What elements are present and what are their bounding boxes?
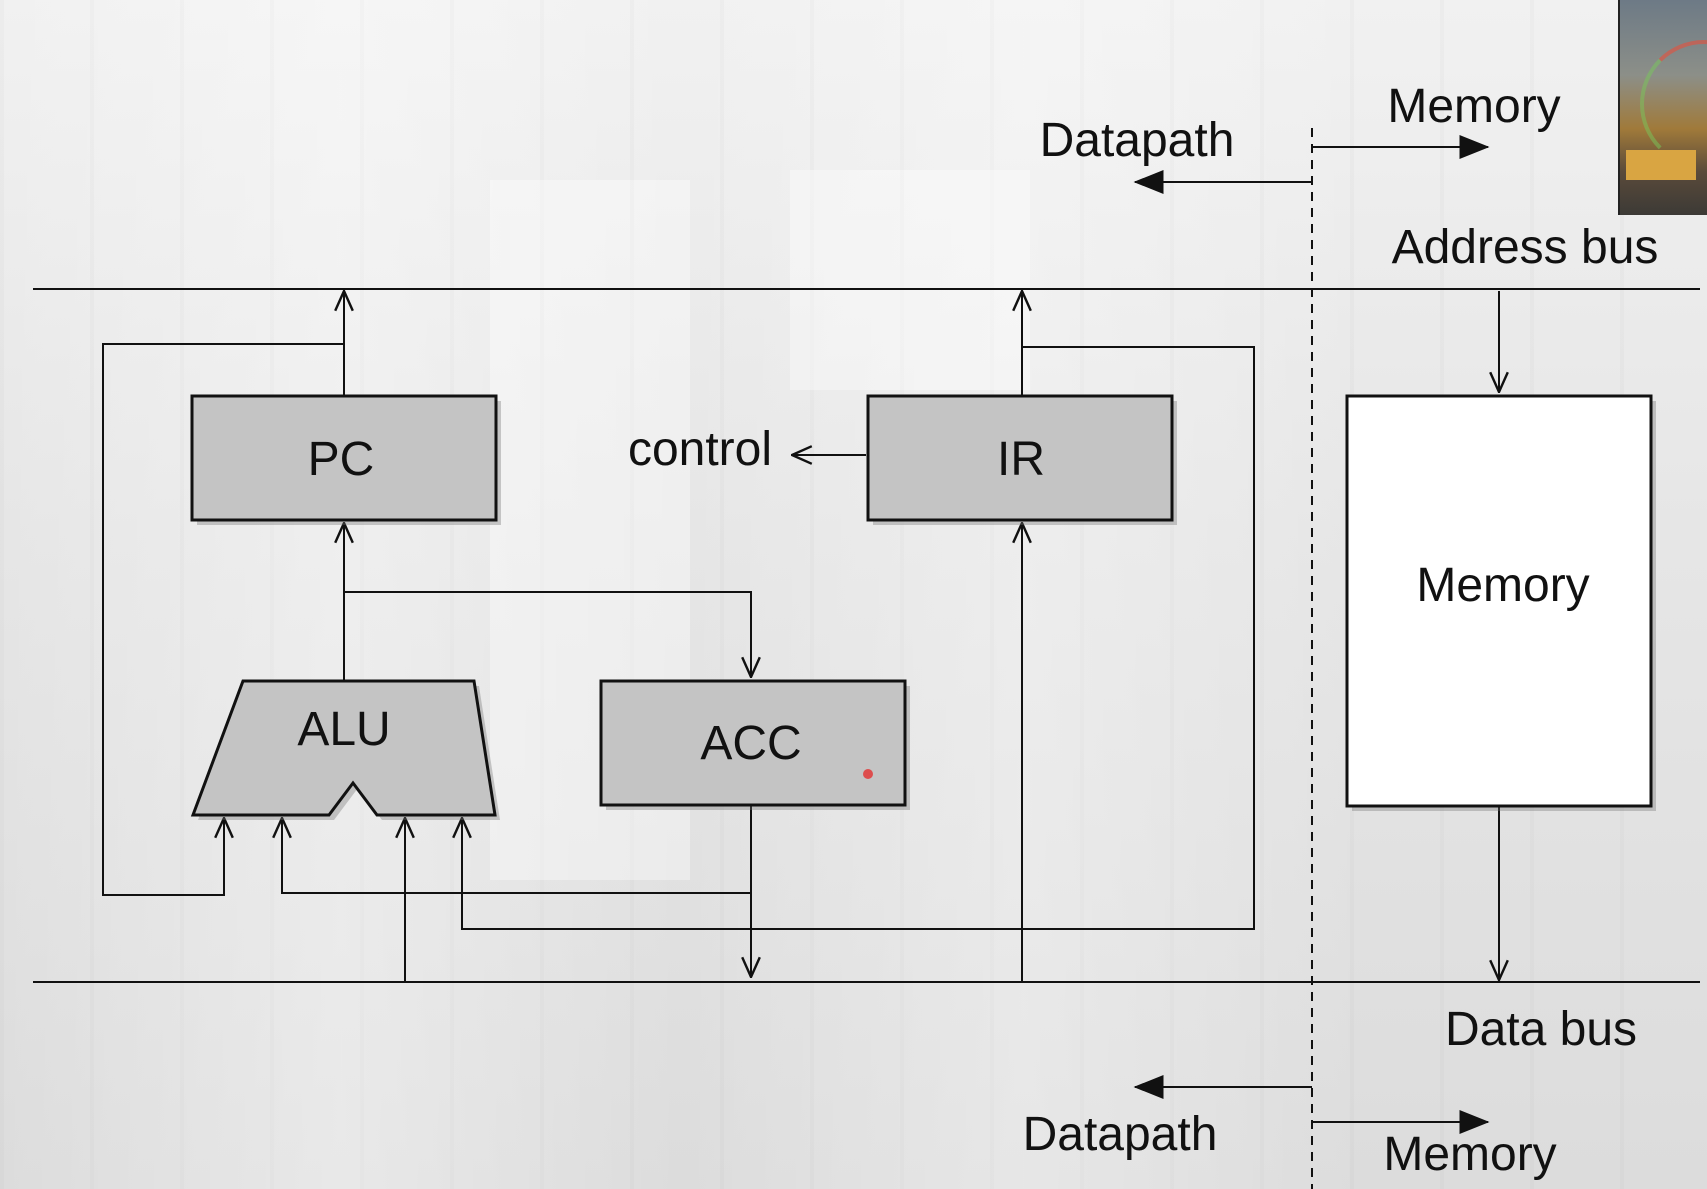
acc-to-alu-wire [282,818,751,894]
memory-block-label: Memory [1416,559,1589,612]
ir-to-alu-wire [462,346,1255,930]
memory-block [1345,394,1653,808]
presenter-webcam-thumbnail [1618,0,1707,215]
pc-label: PC [308,433,375,486]
pc-to-alu-wire [102,343,344,896]
background-texture [790,170,1030,390]
alu-unit [190,679,497,817]
ir-register [866,394,1174,522]
alu-label: ALU [297,703,390,756]
rainbow-image [1640,40,1707,168]
acc-register [599,679,907,807]
memory-top-label: Memory [1387,80,1560,133]
building-image [1626,150,1696,180]
ir-label: IR [997,433,1045,486]
alu-to-acc-wire [344,591,751,677]
datapath-top-label: Datapath [1040,114,1235,167]
control-label: control [628,423,772,476]
pc-register [190,394,498,522]
data-bus-label: Data bus [1445,1003,1637,1056]
address-bus-label: Address bus [1392,221,1659,274]
laser-pointer-dot [863,769,873,779]
acc-label: ACC [700,717,801,770]
datapath-bottom-label: Datapath [1023,1108,1218,1161]
memory-bottom-label: Memory [1383,1128,1556,1181]
